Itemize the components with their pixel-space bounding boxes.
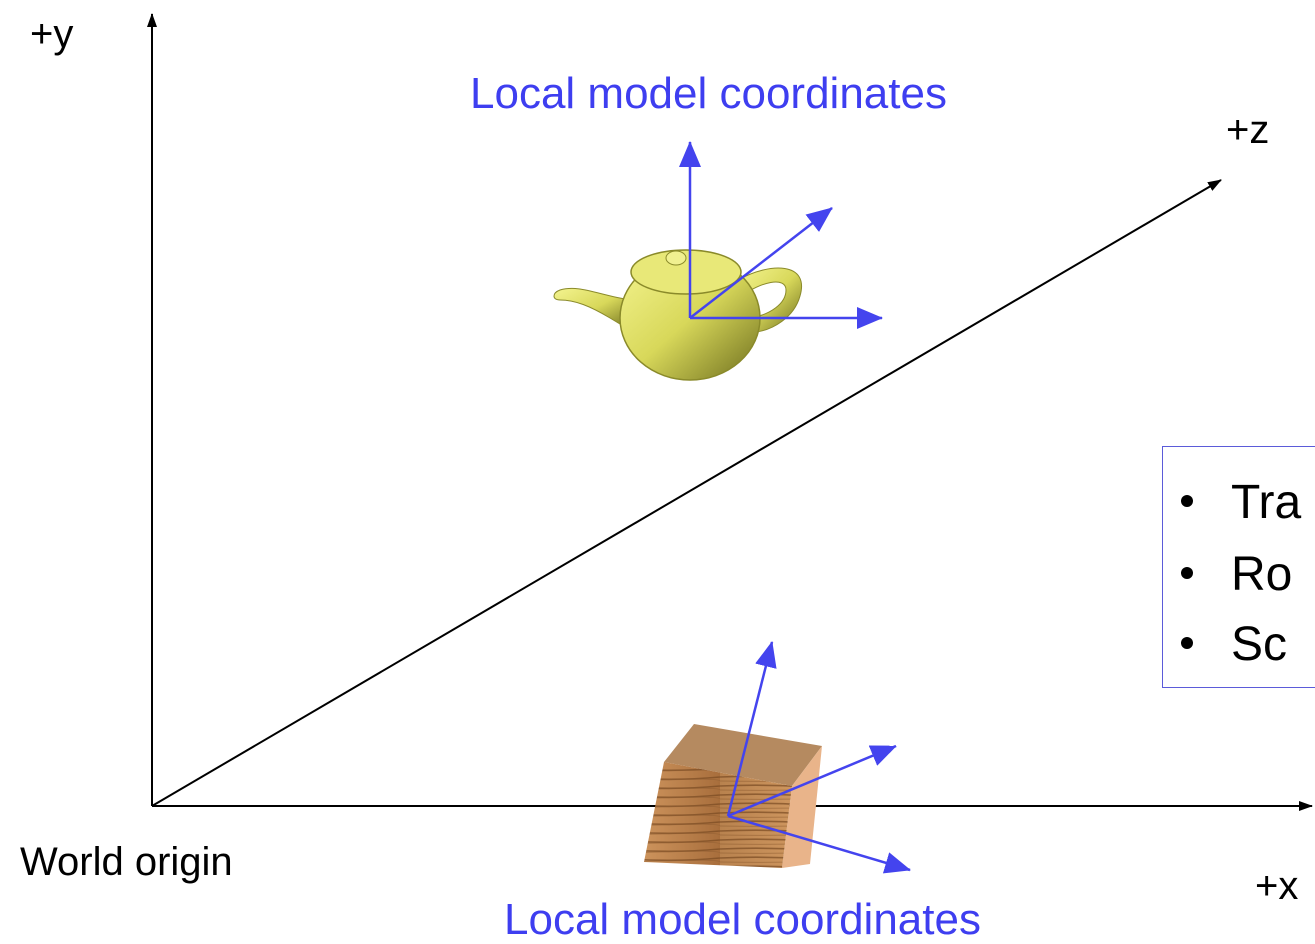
list-item-label: Tra bbox=[1231, 476, 1302, 529]
y-axis-label: +y bbox=[30, 12, 74, 56]
bullet-icon bbox=[1181, 637, 1193, 650]
z-axis-label: +z bbox=[1226, 108, 1270, 152]
cube-local-frame bbox=[726, 641, 911, 874]
x-axis-label: +x bbox=[1255, 864, 1299, 908]
z-axis bbox=[151, 179, 1222, 807]
cube-frame-label: Local model coordinates bbox=[504, 895, 981, 944]
list-item-label: Ro bbox=[1231, 548, 1293, 601]
transform-list-box: Tra Ro Sc bbox=[1162, 446, 1315, 688]
list-item: Sc bbox=[1181, 621, 1287, 669]
teapot-frame-label: Local model coordinates bbox=[470, 69, 947, 118]
list-item: Ro bbox=[1181, 551, 1292, 599]
bullet-icon bbox=[1181, 495, 1193, 508]
world-origin-label: World origin bbox=[20, 840, 233, 884]
teapot-local-frame bbox=[679, 141, 883, 329]
teapot-object bbox=[553, 249, 803, 381]
list-item: Tra bbox=[1181, 479, 1301, 527]
list-item-label: Sc bbox=[1231, 618, 1288, 671]
bullet-icon bbox=[1181, 567, 1193, 580]
